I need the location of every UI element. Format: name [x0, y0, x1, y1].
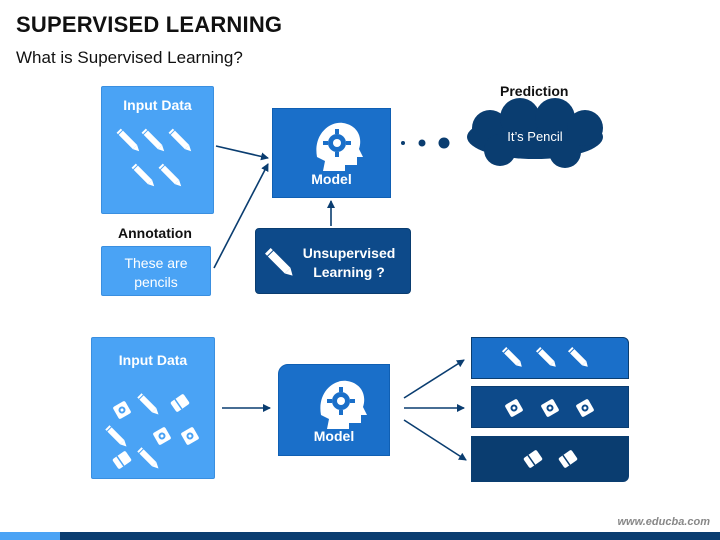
sharpener-icon [540, 398, 560, 418]
dot-large [438, 137, 450, 149]
brand-watermark: www.educba.com [617, 516, 710, 528]
sharpeners-output-box [471, 386, 629, 428]
sharpener-icon [575, 398, 595, 418]
pencils-output-icon-group [501, 346, 590, 369]
top-input-data-box: Input Data [101, 86, 214, 214]
bottom-input-data-label: Input Data [118, 352, 188, 368]
sharpener-icon [504, 398, 524, 418]
annotation-text-line2: pencils [134, 274, 178, 290]
top-input-data-label: Input Data [123, 97, 192, 113]
prediction-text: It’s Pencil [507, 129, 563, 144]
erasers-output-box [471, 436, 629, 482]
eraser-icon [557, 448, 579, 470]
annotation-label: Annotation [118, 225, 192, 241]
arrow-icon [403, 359, 465, 399]
gear-head-icon [320, 380, 367, 429]
pencil-icon [131, 163, 157, 189]
sharpeners-output-icon-group [504, 398, 595, 418]
erasers-output-icon-group [522, 448, 579, 470]
pencil-icon [501, 346, 524, 369]
annotation-text-line1: These are [124, 255, 188, 271]
dot-medium [418, 139, 426, 147]
sharpener-icon [152, 426, 172, 446]
arrow-icon [215, 145, 269, 161]
arrow-icon [403, 419, 467, 461]
dot-small [401, 141, 405, 145]
top-model-label: Model [311, 171, 352, 187]
pencil-icon [535, 346, 558, 369]
pencil-icon [158, 163, 184, 189]
sharpener-icon [180, 426, 200, 446]
pencil-icon [116, 128, 142, 154]
top-pencils-icon-group [116, 128, 194, 189]
pencil-icon [105, 425, 129, 449]
annotation-box: These are pencils [101, 246, 211, 296]
mixed-items-icon-group [105, 392, 200, 471]
pencil-icon [141, 128, 167, 154]
pencil-icon [137, 393, 161, 417]
bottom-model-label: Model [313, 428, 355, 444]
pencil-icon [567, 346, 590, 369]
bottom-input-data-box: Input Data [91, 337, 215, 479]
unsupervised-line2: Learning ? [313, 264, 385, 280]
page-title: SUPERVISED LEARNING [16, 12, 283, 37]
bottom-bar-accent [0, 532, 60, 540]
pencil-icon [137, 447, 161, 471]
eraser-icon [522, 448, 544, 470]
pencils-output-box [471, 337, 629, 379]
eraser-icon [111, 449, 133, 471]
unsupervised-box: Unsupervised Learning ? [255, 228, 411, 294]
page-subtitle: What is Supervised Learning? [16, 48, 243, 67]
pencil-icon [265, 248, 293, 276]
sharpener-icon [112, 400, 132, 420]
pencil-icon [168, 128, 194, 154]
unsupervised-line1: Unsupervised [302, 245, 396, 261]
gear-head-icon [316, 122, 363, 171]
top-model-box: Model [272, 108, 391, 198]
bottom-bar [0, 532, 720, 540]
eraser-icon [169, 392, 191, 414]
bottom-model-box: Model [278, 364, 390, 456]
prediction-label: Prediction [500, 83, 569, 99]
